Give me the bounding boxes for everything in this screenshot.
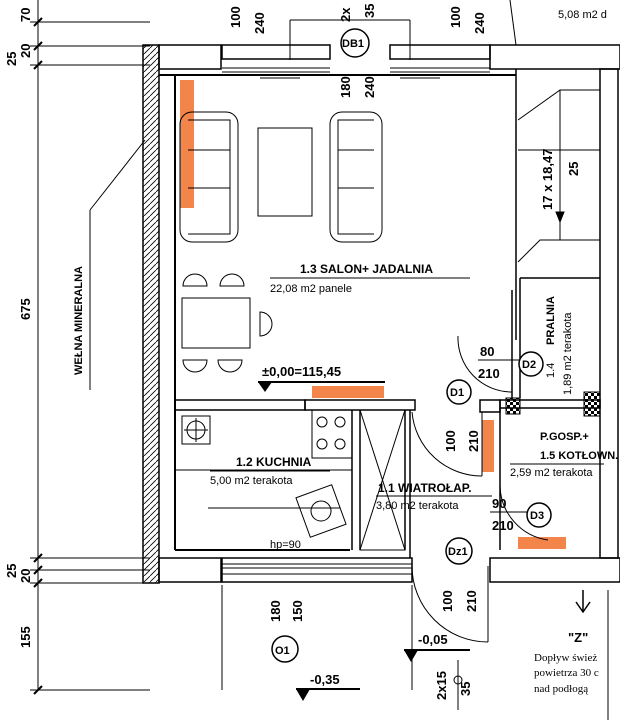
level-main: ±0,00=115,45 [262,364,341,379]
d1-dim-100: 100 [443,430,458,452]
shaft-pralnia [583,391,601,417]
top-right-area: 5,08 m2 d [558,9,607,21]
tag-d2: D2 [522,359,536,371]
tag-dz1: Dz1 [448,546,468,558]
tag-db1-circle [340,28,370,58]
db1-dim-180: 180 [338,76,353,98]
sofa-set [179,111,383,243]
shaft-hatched [505,397,521,415]
radiator-wiatrolap [482,420,494,472]
room-pralnia-name: PRALNIA [545,296,557,345]
room-wiatrolap-area: 3,80 m2 terakota [376,500,459,512]
tag-d1-circle [446,379,472,405]
tag-o1: O1 [275,645,290,657]
top-mid-2x: 2x [338,7,353,22]
room-salon-name: 1.3 SALON+ JADALNIA [300,262,433,276]
dim-25-bottom: 25 [4,564,19,578]
d2-dim-80: 80 [480,344,494,359]
radiator-kuchnia [312,386,384,398]
bottom-dim-35: 35 [458,682,473,696]
wall-left-insulation [142,44,160,584]
d2-dim-210: 210 [478,366,500,381]
stairs-spec: 17 x 18,47 [540,149,555,210]
level-outside-marker [296,689,310,701]
dining-set [181,273,273,373]
dim-25-top: 25 [4,52,19,66]
dim-70: 70 [18,8,33,22]
db1-dim-240: 240 [362,76,377,98]
left-dimension-chain [30,0,150,695]
dim-20-bottom: 20 [18,569,33,583]
bottom-dim-2x15: 2x15 [434,671,449,700]
door-d3-swing [499,485,549,541]
d1-dim-210: 210 [466,430,481,452]
dim-675: 675 [18,298,33,320]
d3-dim-210: 210 [492,518,514,533]
kitchen-counter [175,409,353,538]
room-kotlownia-area: 2,59 m2 terakota [510,467,593,479]
staircase [517,89,600,263]
stairs-width: 25 [566,162,581,176]
level-entry-marker [404,650,418,662]
level-outside: -0,35 [310,672,340,687]
room-kotlownia-line2: 1.5 KOTŁOWN. [540,450,618,462]
dim-155: 155 [18,626,33,648]
d3-dim-90: 90 [492,496,506,511]
room-kotlownia-line1: P.GOSP.+ [540,431,589,443]
top-left-dim-100: 100 [228,6,243,28]
tag-db1: DB1 [342,38,364,50]
room-pralnia-area: 1,89 m2 terakota [562,312,574,395]
room-salon-area: 22,08 m2 panele [270,283,352,295]
top-mid-35: 35 [362,4,377,18]
level-entry: -0,05 [418,632,448,647]
tag-d2-circle [518,351,544,377]
room-kuchnia-area: 5,00 m2 terakota [210,475,293,487]
air-note-line3: nad podłogą [534,683,588,695]
door-d1-swing [411,411,483,477]
tag-o1-circle [271,635,299,663]
top-left-dim-240: 240 [252,12,267,34]
window-top-left [222,67,330,73]
air-note-line1: Dopływ śwież [534,652,597,664]
room-pralnia-number: 1.4 [545,363,557,378]
room-kuchnia-name: 1.2 KUCHNIA [236,455,312,469]
window-top-right [390,67,490,73]
section-mark-z: "Z" [568,630,588,645]
level-main-marker [258,382,272,392]
air-note-line2: powietrza 30 c [534,667,599,679]
dz1-dim-210: 210 [464,590,479,612]
o1-dim-180: 180 [268,600,283,622]
o1-dim-150: 150 [290,600,305,622]
tag-dz1-circle [445,537,473,565]
tag-d3: D3 [530,510,544,522]
sill-height: hp=90 [270,539,301,551]
tag-d3-circle [526,502,552,528]
dz1-dim-100: 100 [440,590,455,612]
room-wiatrolap-name: 1.1 WIATROŁAP. [378,481,472,495]
door-d2-swing [457,335,513,393]
top-right-dim-100: 100 [448,6,463,28]
dim-20-top: 20 [18,44,33,58]
wall-note-welna: WEŁNA MINERALNA [73,266,85,375]
top-right-dim-240: 240 [472,12,487,34]
window-bottom-left [222,563,412,575]
radiator-salon [180,80,194,208]
wiatrolap-cabinet [359,409,406,551]
radiator-kotlownia [518,537,566,549]
door-dz1-swing [411,565,489,643]
tag-d1: D1 [450,387,464,399]
